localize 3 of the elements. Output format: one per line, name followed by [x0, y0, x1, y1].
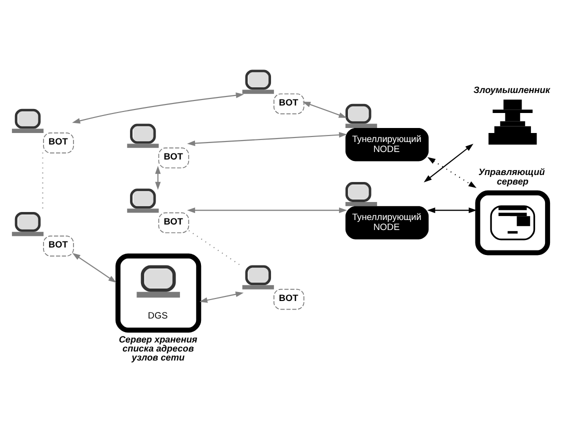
node-label: Сервер хранения списка адресов узлов сети: [118, 334, 198, 363]
node-label: Управляющий сервер: [478, 167, 545, 186]
node-label: Злоумышленник: [474, 84, 550, 95]
